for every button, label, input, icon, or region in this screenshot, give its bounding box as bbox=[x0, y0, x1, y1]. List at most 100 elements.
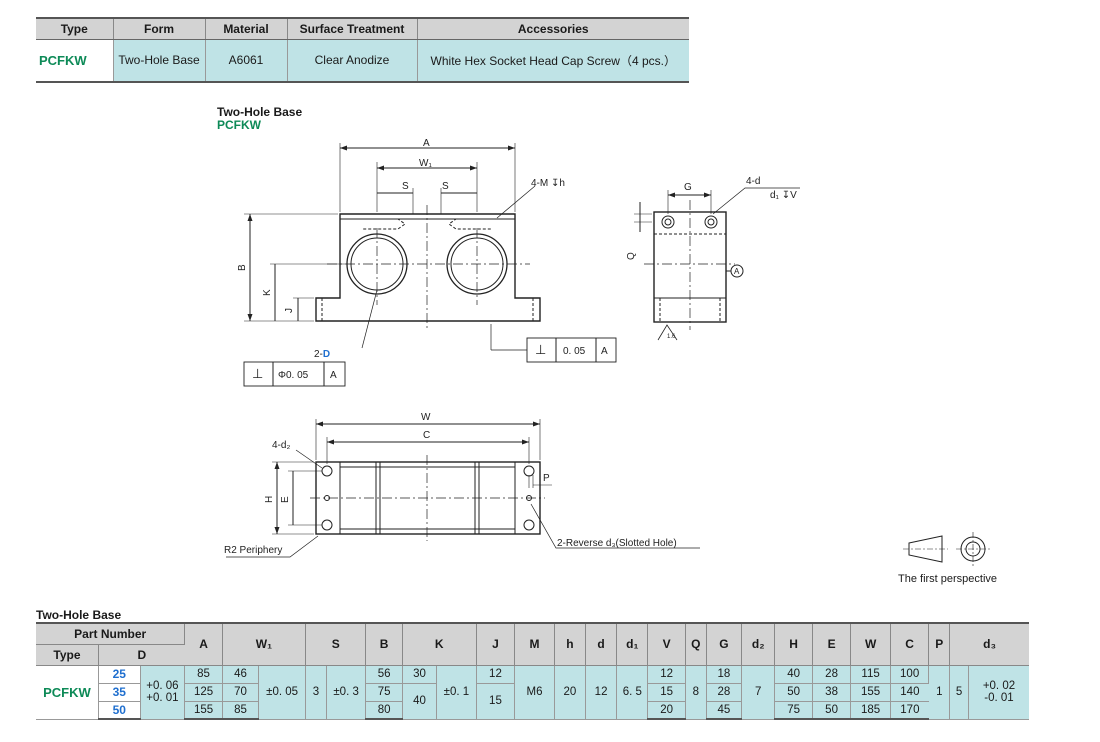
spec-material: A6061 bbox=[205, 39, 288, 83]
dim-S-right: S bbox=[442, 181, 449, 192]
perp-symbol-2: ⊥ bbox=[535, 342, 546, 357]
dim-A: A bbox=[423, 138, 430, 149]
dim-W: W bbox=[421, 412, 431, 423]
tol-ref-1: A bbox=[330, 370, 337, 381]
spec-surface: Clear Anodize bbox=[287, 39, 418, 83]
cell-H: 50 bbox=[774, 683, 813, 702]
W1-tolerance: ±0. 05 bbox=[258, 665, 307, 720]
cell-C: 140 bbox=[890, 683, 929, 702]
tol-value-1: Φ0. 05 bbox=[278, 370, 309, 381]
side-view bbox=[634, 187, 800, 341]
cell-G: 28 bbox=[706, 683, 743, 702]
dim-G: G bbox=[684, 182, 692, 193]
hdr-W1: W₁ bbox=[222, 622, 307, 666]
tol-value-2: 0. 05 bbox=[563, 346, 586, 357]
label-4d: 4-d bbox=[746, 176, 760, 187]
cell-J: 12 bbox=[476, 665, 516, 684]
perp-symbol-1: ⊥ bbox=[252, 366, 263, 381]
cell-C: 170 bbox=[890, 701, 929, 720]
label-r2-periphery: R2 Periphery bbox=[224, 545, 282, 556]
hdr-H: H bbox=[774, 622, 813, 666]
drawing-title: Two-Hole Base PCFKW bbox=[217, 106, 302, 132]
cell-E: 28 bbox=[812, 665, 852, 684]
hdr-d: d bbox=[585, 622, 618, 666]
hdr-W: W bbox=[850, 622, 891, 666]
spec-accessories: White Hex Socket Head Cap Screw（4 pcs.） bbox=[417, 39, 689, 83]
hdr-d3: d₃ bbox=[949, 622, 1029, 666]
spec-table: Type Form Material Surface Treatment Acc… bbox=[36, 17, 689, 83]
size-25: 25 bbox=[98, 665, 141, 684]
hdr-type: Type bbox=[36, 644, 99, 666]
label-slotted-hole: 2-Reverse d₃(Slotted Hole) bbox=[557, 538, 677, 549]
cell-C: 100 bbox=[890, 665, 930, 684]
datum-A: A bbox=[734, 267, 740, 276]
dim-B: B bbox=[237, 264, 248, 271]
spec-form: Two-Hole Base bbox=[113, 39, 206, 83]
S-tolerance: ±0. 3 bbox=[326, 665, 367, 720]
perspective-label: The first perspective bbox=[898, 573, 998, 585]
dim-C: C bbox=[423, 430, 430, 441]
cell-A: 85 bbox=[184, 665, 223, 684]
cell-V: 20 bbox=[647, 701, 686, 720]
cell-M: M6 bbox=[514, 665, 555, 720]
row-type: PCFKW bbox=[36, 665, 99, 720]
cell-G: 45 bbox=[706, 701, 743, 720]
cell-V: 12 bbox=[647, 665, 686, 684]
size-50: 50 bbox=[98, 701, 141, 720]
drawing-title-text: Two-Hole Base bbox=[217, 105, 303, 119]
cell-Q: 8 bbox=[685, 665, 707, 720]
cell-B: 75 bbox=[365, 683, 403, 702]
dim-S-left: S bbox=[402, 181, 409, 192]
cell-B: 56 bbox=[365, 665, 403, 684]
cell-W1: 70 bbox=[222, 683, 260, 702]
hdr-G: G bbox=[706, 622, 743, 666]
cell-V: 15 bbox=[647, 683, 686, 702]
hdr-E: E bbox=[812, 622, 852, 666]
dim-K: K bbox=[262, 289, 273, 296]
hdr-D: D bbox=[98, 644, 185, 666]
cell-d2: 7 bbox=[741, 665, 776, 720]
spec-header-material: Material bbox=[205, 17, 288, 40]
dim-H: H bbox=[264, 496, 275, 503]
cell-W: 155 bbox=[850, 683, 891, 702]
cell-E: 50 bbox=[812, 701, 852, 720]
front-view bbox=[244, 143, 541, 351]
label-4M: 4-M ↧h bbox=[531, 178, 565, 189]
cell-W1: 46 bbox=[222, 665, 260, 684]
hdr-P: P bbox=[928, 622, 951, 666]
dim-P: P bbox=[543, 473, 550, 484]
cell-H: 75 bbox=[774, 701, 813, 720]
hdr-d2: d₂ bbox=[741, 622, 776, 666]
spec-header-accessories: Accessories bbox=[417, 17, 689, 40]
hdr-h: h bbox=[554, 622, 586, 666]
cell-J: 15 bbox=[476, 683, 516, 720]
cell-S: 3 bbox=[305, 665, 327, 720]
K-tolerance: ±0. 1 bbox=[436, 665, 477, 720]
spec-type: PCFKW bbox=[36, 39, 114, 83]
cell-H: 40 bbox=[774, 665, 813, 684]
hdr-M: M bbox=[514, 622, 555, 666]
roughness-label: 1.6 bbox=[667, 334, 676, 340]
cell-P: 1 bbox=[928, 665, 951, 720]
cell-K: 40 bbox=[402, 683, 438, 720]
cell-d: 12 bbox=[585, 665, 618, 720]
cell-K: 30 bbox=[402, 665, 438, 684]
d3-tolerance: +0. 02-0. 01 bbox=[968, 665, 1029, 720]
hdr-C: C bbox=[890, 622, 930, 666]
technical-drawing: A W₁ S S 4-M ↧h B K J 2-D ⊥ Φ0. 05 A ⊥ 0… bbox=[224, 138, 990, 566]
cell-W: 115 bbox=[850, 665, 891, 684]
cell-W1: 85 bbox=[222, 701, 260, 720]
first-perspective-icon bbox=[903, 532, 990, 566]
tol-ref-2: A bbox=[601, 346, 608, 357]
dim-W1: W₁ bbox=[419, 158, 432, 169]
hdr-A: A bbox=[184, 622, 223, 666]
dim-Q: Q bbox=[626, 252, 637, 260]
dims-title: Two-Hole Base bbox=[36, 608, 122, 622]
table-row: 50 155 85 80 20 45 75 50 185 170 bbox=[36, 701, 1029, 720]
bottom-view bbox=[226, 419, 700, 558]
cell-d3: 5 bbox=[949, 665, 969, 720]
D-tolerance: +0. 06+0. 01 bbox=[140, 665, 186, 720]
cell-G: 18 bbox=[706, 665, 743, 684]
spec-header-type: Type bbox=[36, 17, 114, 40]
hdr-V: V bbox=[647, 622, 686, 666]
